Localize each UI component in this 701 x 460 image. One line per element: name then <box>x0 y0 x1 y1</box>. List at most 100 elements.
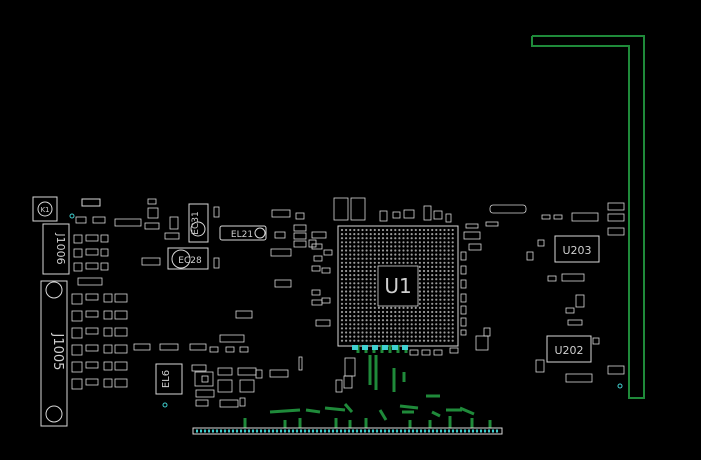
edge-pin <box>372 429 374 433</box>
bga-ball <box>357 249 360 252</box>
bga-ball <box>381 310 385 314</box>
bga-ball <box>345 327 348 330</box>
bga-ball <box>451 278 454 281</box>
bga-ball <box>447 310 450 314</box>
bga-ball <box>410 249 413 252</box>
bga-ball <box>357 253 360 256</box>
bga-ball <box>365 265 368 268</box>
bga-ball <box>418 315 421 318</box>
bga-ball <box>418 306 421 309</box>
bga-ball <box>427 302 430 305</box>
bga-ball <box>427 249 430 252</box>
edge-pin <box>428 429 430 433</box>
bga-ball <box>431 290 434 293</box>
bga-ball <box>394 237 397 240</box>
bga-ball <box>435 302 438 305</box>
bga-ball <box>381 241 385 244</box>
bga-ball <box>422 237 426 240</box>
bga-ball <box>349 294 352 297</box>
bga-ball <box>431 282 434 285</box>
bga-ball <box>340 274 344 277</box>
bga-ball <box>443 306 446 309</box>
bga-ball <box>422 241 426 244</box>
bga-ball <box>349 257 352 260</box>
bga-ball <box>373 327 376 330</box>
edge-pin <box>448 429 450 433</box>
bga-ball <box>422 233 426 236</box>
edge-pin <box>320 429 322 433</box>
bga-ball <box>340 265 344 268</box>
edge-pin <box>236 429 238 433</box>
bga-ball <box>439 323 442 326</box>
bga-ball <box>451 249 454 252</box>
bga-ball <box>381 315 385 318</box>
bga-ball <box>365 298 368 301</box>
bga-ball <box>369 327 372 330</box>
bga-ball <box>381 245 385 248</box>
bga-ball <box>361 269 364 273</box>
bga-ball <box>418 302 421 305</box>
j1005-label: J1005 <box>50 333 65 371</box>
bga-ball <box>361 233 364 236</box>
bga-ball <box>340 327 344 330</box>
bga-ball <box>377 319 380 322</box>
bga-ball <box>435 339 438 342</box>
bga-ball <box>340 294 344 297</box>
bga-ball <box>353 306 356 309</box>
bga-ball <box>439 315 442 318</box>
bga-ball <box>435 228 438 232</box>
bga-ball <box>369 302 372 305</box>
bga-ball <box>451 331 454 334</box>
u1-bga-chip: U1 <box>337 225 459 347</box>
bga-ball <box>369 265 372 268</box>
edge-pin <box>348 429 350 433</box>
bga-ball <box>340 253 344 256</box>
bga-ball <box>435 257 438 260</box>
bga-ball <box>410 233 413 236</box>
bga-ball <box>349 245 352 248</box>
bga-ball <box>435 241 438 244</box>
bga-ball <box>369 294 372 297</box>
edge-pin <box>324 429 326 433</box>
edge-pin <box>232 429 234 433</box>
bga-ball <box>447 253 450 256</box>
bga-ball <box>361 315 364 318</box>
bga-ball <box>345 286 348 289</box>
bga-ball <box>406 261 409 264</box>
edge-pin <box>392 429 394 433</box>
bga-ball <box>414 241 417 244</box>
bga-ball <box>361 335 364 338</box>
bga-ball <box>439 278 442 281</box>
bga-ball <box>422 310 426 314</box>
bga-ball <box>451 245 454 248</box>
bga-ball <box>406 331 409 334</box>
bga-ball <box>398 228 401 232</box>
bga-ball <box>418 249 421 252</box>
bga-ball <box>381 261 385 264</box>
bga-ball <box>431 310 434 314</box>
bga-ball <box>439 319 442 322</box>
edge-pin <box>276 429 278 433</box>
bga-ball <box>386 228 389 232</box>
bga-ball <box>390 331 393 334</box>
bga-ball <box>357 257 360 260</box>
edge-pin <box>424 429 426 433</box>
bga-ball <box>353 237 356 240</box>
bga-ball <box>402 323 405 326</box>
bga-ball <box>443 302 446 305</box>
bga-ball <box>431 302 434 305</box>
edge-pin <box>248 429 250 433</box>
bga-ball <box>418 237 421 240</box>
bga-ball <box>357 261 360 264</box>
bga-ball <box>443 228 446 232</box>
bga-ball <box>447 298 450 301</box>
bga-ball <box>406 327 409 330</box>
ec28-capacitor: EC28 <box>167 247 209 270</box>
bga-ball <box>390 261 393 264</box>
bga-ball <box>439 228 442 232</box>
bga-ball-grid <box>340 228 454 342</box>
bga-ball <box>361 298 364 301</box>
bga-ball <box>369 290 372 293</box>
bga-ball <box>451 302 454 305</box>
bga-ball <box>451 257 454 260</box>
